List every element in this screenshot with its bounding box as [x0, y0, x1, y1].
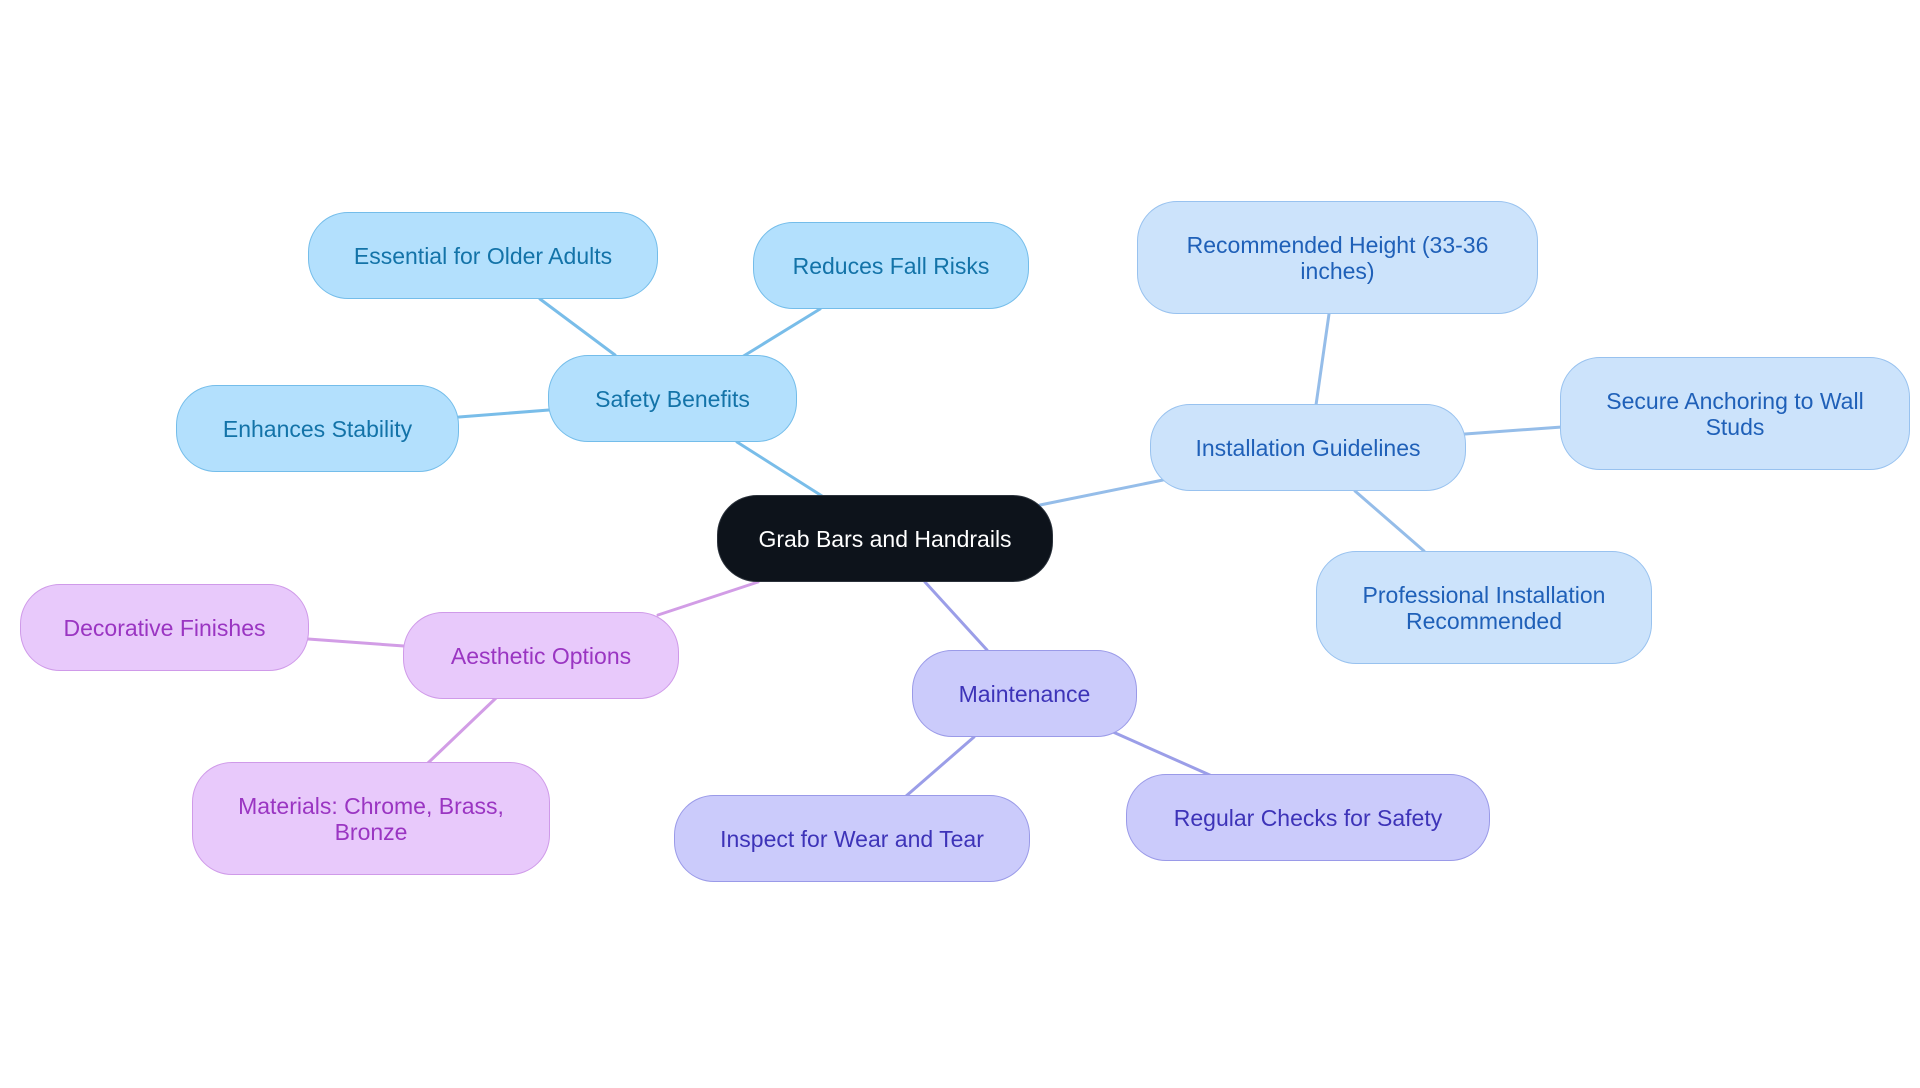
edge-root-maintenance	[923, 580, 989, 652]
root-node[interactable]: Grab Bars and Handrails	[717, 495, 1053, 582]
edge-aesthetic-materials	[426, 696, 498, 765]
edge-root-safety	[735, 440, 824, 498]
branch-label: Safety Benefits	[595, 385, 750, 412]
leaf-secure-anchoring[interactable]: Secure Anchoring to Wall Studs	[1560, 357, 1910, 470]
leaf-label: Inspect for Wear and Tear	[720, 825, 984, 852]
edge-root-aesthetic	[656, 580, 760, 617]
leaf-label: Reduces Fall Risks	[792, 252, 990, 279]
branch-maintenance[interactable]: Maintenance	[912, 650, 1137, 737]
leaf-recommended-height[interactable]: Recommended Height (33-36 inches)	[1137, 201, 1538, 314]
leaf-label: Essential for Older Adults	[353, 242, 613, 269]
edge-safety-older-adults	[538, 297, 617, 357]
leaf-label: Secure Anchoring to Wall Studs	[1606, 387, 1864, 440]
branch-label: Installation Guidelines	[1195, 434, 1421, 461]
leaf-label: Recommended Height (33-36 inches)	[1186, 231, 1489, 284]
edge-safety-fall-risks	[740, 307, 822, 359]
leaf-materials[interactable]: Materials: Chrome, Brass, Bronze	[192, 762, 550, 875]
leaf-inspect-for-wear-and-tear[interactable]: Inspect for Wear and Tear	[674, 795, 1030, 882]
leaf-essential-for-older-adults[interactable]: Essential for Older Adults	[308, 212, 658, 299]
leaf-label: Materials: Chrome, Brass, Bronze	[238, 792, 504, 845]
branch-aesthetic-options[interactable]: Aesthetic Options	[403, 612, 679, 699]
edge-safety-stability	[457, 408, 551, 419]
leaf-label: Professional Installation Recommended	[1362, 581, 1606, 634]
leaf-label: Regular Checks for Safety	[1173, 804, 1443, 831]
branch-safety-benefits[interactable]: Safety Benefits	[548, 355, 797, 442]
edge-installation-height	[1314, 312, 1331, 407]
branch-installation-guidelines[interactable]: Installation Guidelines	[1150, 404, 1466, 491]
leaf-label: Decorative Finishes	[63, 614, 266, 641]
leaf-decorative-finishes[interactable]: Decorative Finishes	[20, 584, 309, 671]
edge-aesthetic-finishes	[306, 637, 406, 648]
leaf-regular-checks-for-safety[interactable]: Regular Checks for Safety	[1126, 774, 1490, 861]
edge-maintenance-checks	[1111, 730, 1214, 778]
branch-label: Aesthetic Options	[450, 642, 632, 669]
edge-maintenance-inspect	[903, 735, 976, 799]
edge-installation-professional	[1353, 489, 1426, 553]
edge-installation-anchoring	[1463, 425, 1564, 436]
leaf-label: Enhances Stability	[222, 415, 413, 442]
root-node-label: Grab Bars and Handrails	[758, 525, 1012, 552]
leaf-enhances-stability[interactable]: Enhances Stability	[176, 385, 459, 472]
leaf-reduces-fall-risks[interactable]: Reduces Fall Risks	[753, 222, 1029, 309]
edge-root-installation	[1038, 478, 1165, 507]
branch-label: Maintenance	[958, 680, 1091, 707]
leaf-professional-installation[interactable]: Professional Installation Recommended	[1316, 551, 1652, 664]
